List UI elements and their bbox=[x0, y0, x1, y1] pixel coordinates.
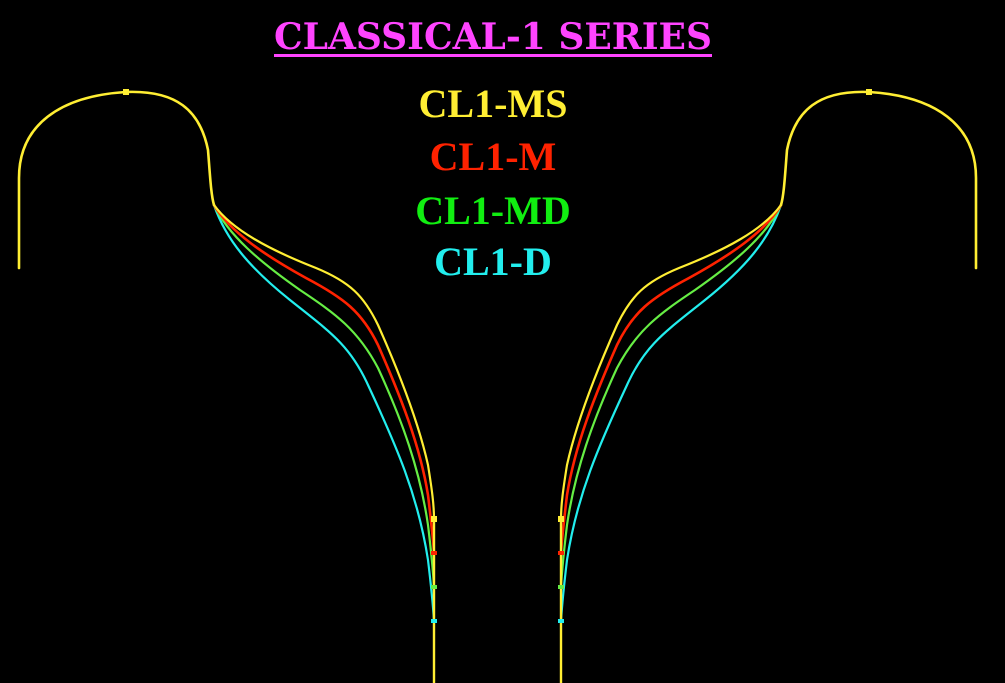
marker-m-right bbox=[558, 551, 564, 555]
marker-md-right bbox=[558, 585, 564, 589]
legend-label-cl1-d: CL1-D bbox=[434, 239, 552, 284]
curve-cl1-ms-right bbox=[559, 203, 783, 521]
legend-label-cl1-m: CL1-M bbox=[429, 134, 557, 179]
legend-label-cl1-md: CL1-MD bbox=[415, 188, 571, 233]
legend-label-cl1-ms: CL1-MS bbox=[418, 81, 568, 126]
right-profile bbox=[558, 89, 978, 683]
left-profile bbox=[17, 89, 437, 683]
marker-md-left bbox=[431, 585, 437, 589]
apex-marker-left bbox=[123, 89, 129, 95]
curve-cl1-md-right bbox=[559, 203, 783, 589]
diagram-title: CLASSICAL-1 SERIES bbox=[274, 16, 712, 58]
marker-d-left bbox=[431, 619, 437, 623]
flange-arc-left bbox=[17, 90, 216, 270]
curve-cl1-d-right bbox=[559, 203, 783, 623]
flange-arc-right bbox=[779, 90, 978, 270]
curve-cl1-m-left bbox=[212, 203, 436, 555]
curve-cl1-ms-left bbox=[212, 203, 436, 521]
curve-cl1-md-left bbox=[212, 203, 436, 589]
curve-cl1-d-left bbox=[212, 203, 436, 623]
apex-marker-right bbox=[866, 89, 872, 95]
marker-d-right bbox=[558, 619, 564, 623]
marker-m-left bbox=[431, 551, 437, 555]
curve-cl1-m-right bbox=[559, 203, 783, 555]
marker-ms-right bbox=[558, 516, 564, 522]
marker-ms-left bbox=[431, 516, 437, 522]
